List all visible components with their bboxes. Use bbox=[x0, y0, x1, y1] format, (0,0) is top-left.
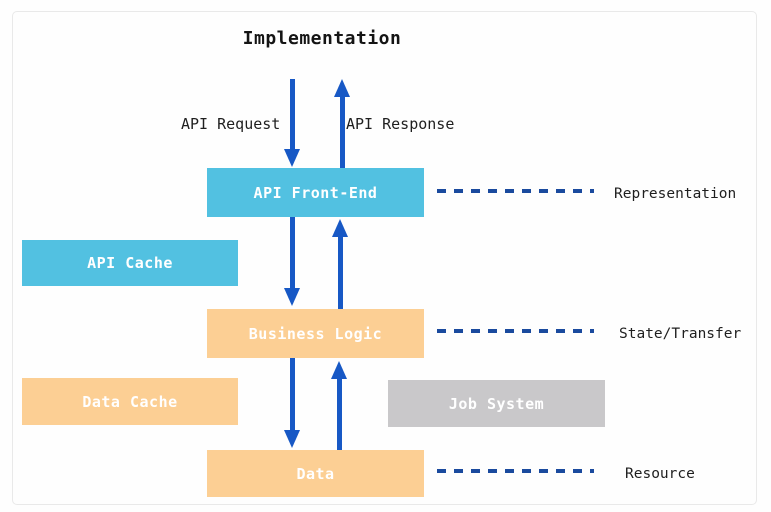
api-response-label: API Response bbox=[346, 115, 455, 133]
api-cache-box-label: API Cache bbox=[87, 254, 173, 272]
data-to-business-arrow-shaft bbox=[337, 378, 342, 451]
data-box: Data bbox=[207, 450, 424, 497]
api-front-end-box-label: API Front-End bbox=[253, 183, 378, 202]
data-to-business-arrowhead-icon bbox=[331, 361, 347, 379]
job-system-box: Job System bbox=[388, 380, 605, 427]
diagram-title: Implementation bbox=[242, 28, 402, 49]
business-logic-box: Business Logic bbox=[207, 309, 424, 358]
api-response-arrow-shaft bbox=[340, 96, 345, 168]
resource-dashed-line bbox=[437, 469, 594, 473]
api-response-arrowhead-icon bbox=[334, 79, 350, 97]
state-transfer-dashed-line bbox=[437, 329, 594, 333]
frontend-to-business-arrowhead-icon bbox=[284, 288, 300, 306]
data-cache-box-label: Data Cache bbox=[82, 392, 178, 411]
data-cache-box: Data Cache bbox=[22, 378, 238, 425]
business-to-frontend-arrowhead-icon bbox=[332, 219, 348, 237]
api-request-arrowhead-icon bbox=[284, 149, 300, 167]
state-transfer-label: State/Transfer bbox=[619, 326, 742, 342]
business-to-data-arrow-shaft bbox=[290, 358, 295, 430]
api-front-end-box: API Front-End bbox=[207, 168, 424, 217]
resource-label: Resource bbox=[625, 466, 695, 482]
business-to-data-arrowhead-icon bbox=[284, 430, 300, 448]
api-request-arrow-shaft bbox=[290, 79, 295, 150]
api-request-label: API Request bbox=[181, 115, 281, 133]
api-cache-box: API Cache bbox=[22, 240, 238, 286]
business-to-frontend-arrow-shaft bbox=[338, 236, 343, 309]
representation-dashed-line bbox=[437, 189, 594, 193]
frontend-to-business-arrow-shaft bbox=[290, 217, 295, 288]
representation-label: Representation bbox=[614, 186, 737, 202]
business-logic-box-label: Business Logic bbox=[248, 324, 383, 343]
data-box-label: Data bbox=[296, 464, 335, 483]
job-system-box-label: Job System bbox=[448, 394, 545, 413]
